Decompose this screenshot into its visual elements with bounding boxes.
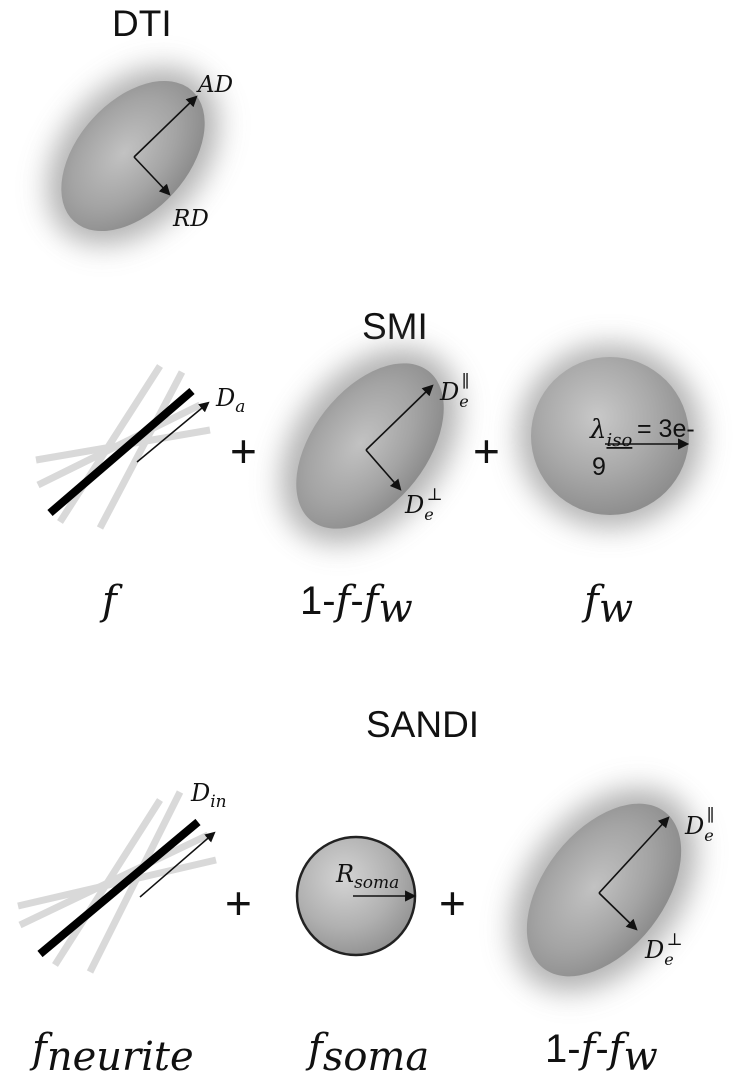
sandi-parallel-label: De∥ bbox=[684, 806, 715, 845]
smi-ghost-stick bbox=[57, 364, 163, 524]
sandi-parallel-arrow bbox=[598, 816, 670, 894]
smi-sphere-value-line2: 9 bbox=[592, 453, 606, 481]
dti-axial-label: AD bbox=[196, 72, 233, 98]
smi-fraction-ellipsoid: 1-f-fw bbox=[300, 578, 413, 632]
smi-stick-compartment bbox=[35, 364, 211, 530]
sandi-fraction-soma: fsoma bbox=[305, 1026, 429, 1080]
smi-plus-1: + bbox=[230, 425, 257, 477]
sandi-plus-2: + bbox=[439, 877, 466, 929]
sandi-ghost-stick bbox=[18, 831, 210, 929]
dti-radial-label: RD bbox=[172, 206, 209, 232]
smi-fraction-stick: f bbox=[99, 578, 123, 624]
sandi-fraction-ellipsoid: 1-f-fw bbox=[545, 1026, 658, 1080]
smi-title: SMI bbox=[362, 306, 428, 347]
sandi-ellipsoid-body bbox=[526, 803, 682, 977]
sandi-stick-label: Din bbox=[190, 779, 227, 812]
dti-radial-arrow bbox=[133, 156, 171, 196]
dti-title: DTI bbox=[112, 3, 172, 44]
dti-axial-arrow bbox=[133, 95, 198, 158]
sandi-title: SANDI bbox=[366, 704, 479, 745]
sandi-plus-1: + bbox=[225, 877, 252, 929]
smi-parallel-arrow bbox=[365, 384, 434, 451]
sandi-main-stick bbox=[37, 818, 201, 958]
smi-parallel-label: De∥ bbox=[439, 372, 470, 411]
sandi-fraction-neurite: fneurite bbox=[29, 1026, 194, 1080]
sandi-ghost-stick bbox=[17, 856, 217, 910]
smi-stick-arrow bbox=[136, 401, 210, 463]
smi-sphere-body bbox=[531, 357, 689, 515]
sandi-ghost-stick bbox=[52, 798, 163, 967]
smi-sphere-value-line1: = 3e- bbox=[637, 415, 695, 443]
smi-main-stick bbox=[47, 387, 195, 517]
smi-stick-label: Da bbox=[215, 384, 245, 417]
sandi-ellipsoid-compartment bbox=[511, 788, 697, 992]
sandi-stick-arrow bbox=[139, 831, 216, 898]
smi-ghost-stick bbox=[96, 370, 186, 530]
smi-perp-arrow bbox=[365, 449, 402, 491]
sandi-soma-label: Rsoma bbox=[335, 860, 399, 893]
smi-ghost-stick bbox=[36, 401, 202, 489]
sandi-stick-compartment bbox=[17, 790, 217, 974]
smi-fraction-sphere: fw bbox=[581, 578, 633, 632]
smi-perp-label: De⊥ bbox=[404, 485, 443, 524]
smi-sphere-compartment bbox=[518, 344, 702, 528]
sandi-perp-label: De⊥ bbox=[644, 930, 683, 969]
dti-tensor-ellipsoid bbox=[47, 66, 219, 246]
smi-plus-2: + bbox=[473, 425, 500, 477]
sandi-ghost-stick bbox=[86, 790, 184, 974]
smi-sphere-label: λiso bbox=[589, 415, 632, 451]
sandi-perp-arrow bbox=[598, 892, 638, 931]
